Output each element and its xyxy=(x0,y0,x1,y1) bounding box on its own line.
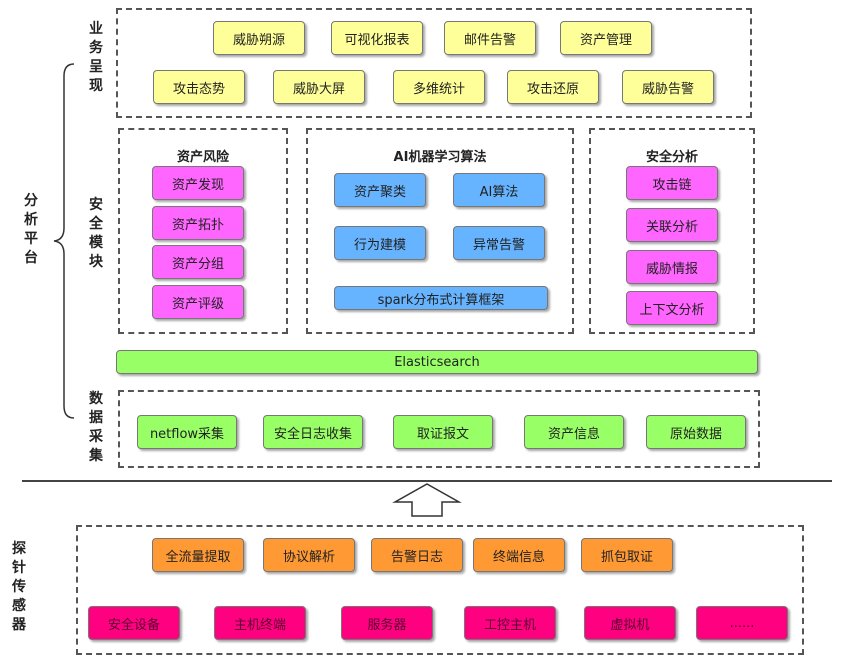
business-node: 威胁大屏 xyxy=(273,70,365,104)
asset-risk-item: 资产发现 xyxy=(152,166,244,200)
business-node: 邮件告警 xyxy=(444,21,536,55)
business-node: 资产管理 xyxy=(560,21,652,55)
probe-function-node: 终端信息 xyxy=(473,538,565,572)
business-node: 威胁朔源 xyxy=(213,21,305,55)
security-analysis-item: 攻击链 xyxy=(626,166,718,200)
asset-risk-item: 资产分组 xyxy=(152,245,244,279)
ai-panel xyxy=(306,128,574,334)
business-node: 多维统计 xyxy=(393,70,485,104)
probe-device-node: 服务器 xyxy=(341,606,433,640)
ai-item: 资产聚类 xyxy=(334,173,426,207)
collection-node: 取证报文 xyxy=(393,415,493,449)
security-analysis-panel xyxy=(589,128,755,334)
ai-item: 异常告警 xyxy=(453,226,545,260)
probe-function-node: 全流量提取 xyxy=(152,538,244,572)
elasticsearch-bar: Elasticsearch xyxy=(116,350,758,374)
security-analysis-title: 安全分析 xyxy=(645,150,698,165)
collection-node: 原始数据 xyxy=(646,415,746,449)
business-layer xyxy=(116,8,752,118)
label-analysis-platform: 分 析 平 台 xyxy=(24,193,38,266)
probe-device-node: 虚拟机 xyxy=(584,606,676,640)
collection-node: 资产信息 xyxy=(524,415,624,449)
business-node: 威胁告警 xyxy=(622,70,714,104)
business-node: 攻击态势 xyxy=(153,70,245,104)
probe-function-node: 协议解析 xyxy=(263,538,355,572)
up-arrow-icon xyxy=(392,483,462,517)
spark-framework: spark分布式计算框架 xyxy=(334,286,548,310)
probe-function-node: 抓包取证 xyxy=(581,538,673,572)
brace-bracket xyxy=(53,63,75,419)
asset-risk-item: 资产评级 xyxy=(152,285,244,319)
business-node: 攻击还原 xyxy=(507,70,599,104)
probe-device-node: 工控主机 xyxy=(464,606,556,640)
layer-separator xyxy=(22,480,832,482)
asset-risk-title: 资产风险 xyxy=(176,150,229,165)
security-analysis-item: 威胁情报 xyxy=(626,250,718,284)
ai-title: AI机器学习算法 xyxy=(393,150,487,165)
business-node: 可视化报表 xyxy=(331,21,423,55)
collection-node: netflow采集 xyxy=(137,415,237,449)
probe-device-node: 安全设备 xyxy=(88,606,180,640)
collection-node: 安全日志收集 xyxy=(263,415,363,449)
asset-risk-panel xyxy=(118,128,288,334)
label-probe-sensor: 探 针 传 感 器 xyxy=(12,541,26,633)
data-collection-layer xyxy=(118,390,760,468)
label-data-collection: 数 据 采 集 xyxy=(89,391,103,464)
probe-device-node: 主机终端 xyxy=(214,606,306,640)
label-security-module: 安 全 模 块 xyxy=(89,197,103,270)
ai-item: 行为建模 xyxy=(334,226,426,260)
asset-risk-item: 资产拓扑 xyxy=(152,206,244,240)
probe-layer xyxy=(76,525,804,655)
ai-item: AI算法 xyxy=(453,173,545,207)
security-analysis-item: 上下文分析 xyxy=(626,291,718,325)
probe-function-node: 告警日志 xyxy=(371,538,463,572)
label-business-presentation: 业 务 呈 现 xyxy=(89,21,103,94)
security-analysis-item: 关联分析 xyxy=(626,208,718,242)
probe-device-node: ...... xyxy=(696,606,788,640)
